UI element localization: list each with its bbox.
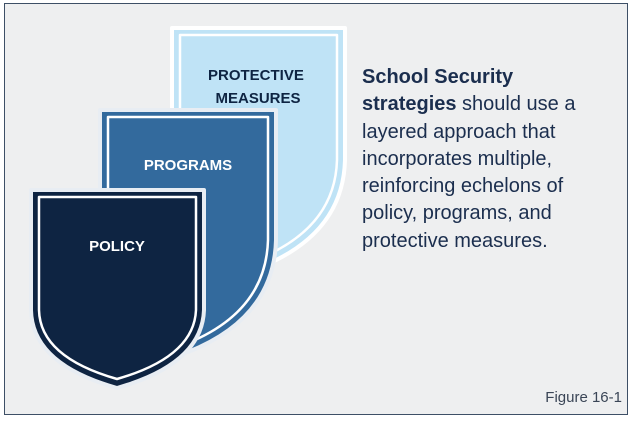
- description-lead: School Security strategies: [362, 66, 514, 116]
- shield-label-policy: POLICY: [89, 238, 145, 255]
- shield-label-protective-measures: PROTECTIVE MEASURES: [208, 67, 308, 107]
- protective-line-2: MEASURES: [215, 90, 300, 107]
- figure-number: Figure 16-1: [545, 389, 622, 406]
- description-body: should use a layered approach that incor…: [362, 93, 576, 252]
- protective-line-1: PROTECTIVE: [208, 67, 304, 84]
- shield-policy: POLICY: [29, 188, 206, 390]
- description-text: School Security strategies should use a …: [362, 64, 612, 255]
- shield-label-programs: PROGRAMS: [144, 157, 232, 174]
